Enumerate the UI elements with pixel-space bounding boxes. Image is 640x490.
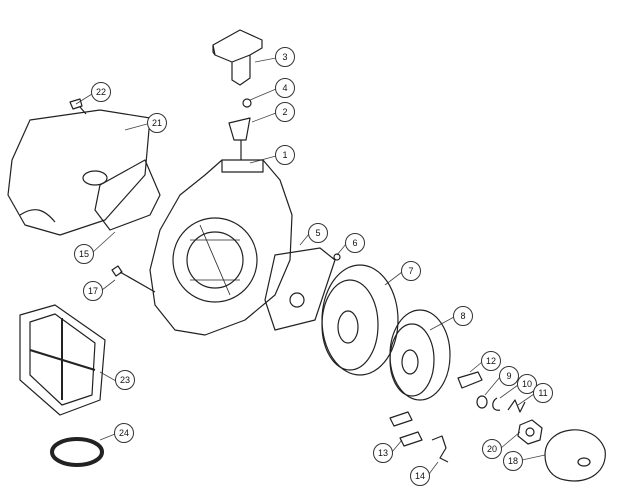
cap-part — [544, 429, 606, 482]
spring-14 — [431, 435, 449, 463]
callout-8[interactable]: 8 — [453, 306, 473, 326]
callout-23[interactable]: 23 — [115, 370, 135, 390]
callout-11[interactable]: 11 — [533, 383, 553, 403]
callout-22[interactable]: 22 — [91, 82, 111, 102]
callout-1[interactable]: 1 — [275, 145, 295, 165]
callout-9[interactable]: 9 — [499, 366, 519, 386]
callout-6[interactable]: 6 — [345, 233, 365, 253]
spring-11 — [507, 399, 526, 413]
pawl-13a — [389, 411, 413, 427]
fan-housing — [149, 159, 293, 336]
callout-3[interactable]: 3 — [275, 47, 295, 67]
callout-20[interactable]: 20 — [482, 439, 502, 459]
pawl-13b — [399, 431, 423, 447]
rope-rotor — [321, 264, 399, 376]
spring-cover — [264, 247, 336, 331]
callout-24[interactable]: 24 — [114, 423, 134, 443]
pawl-part — [457, 371, 483, 389]
washer-part — [242, 98, 252, 108]
callout-18[interactable]: 18 — [503, 451, 523, 471]
callout-5[interactable]: 5 — [308, 223, 328, 243]
air-filter — [19, 304, 106, 416]
pulley-part — [389, 309, 451, 401]
callout-17[interactable]: 17 — [83, 281, 103, 301]
bolt-part — [119, 271, 156, 293]
screw-part — [69, 98, 83, 110]
rope-guide — [228, 117, 251, 141]
gasket-part — [94, 159, 161, 231]
callout-12[interactable]: 12 — [481, 351, 501, 371]
callout-2[interactable]: 2 — [275, 102, 295, 122]
nut-part — [517, 419, 543, 445]
starter-grip — [212, 29, 263, 86]
callout-13[interactable]: 13 — [373, 443, 393, 463]
callout-21[interactable]: 21 — [147, 113, 167, 133]
callout-14[interactable]: 14 — [410, 466, 430, 486]
callout-15[interactable]: 15 — [74, 244, 94, 264]
callout-4[interactable]: 4 — [275, 78, 295, 98]
cover-plate — [7, 109, 151, 236]
clip-10 — [492, 397, 501, 411]
callout-7[interactable]: 7 — [401, 261, 421, 281]
o-ring — [50, 437, 104, 467]
washer-9 — [476, 395, 488, 409]
